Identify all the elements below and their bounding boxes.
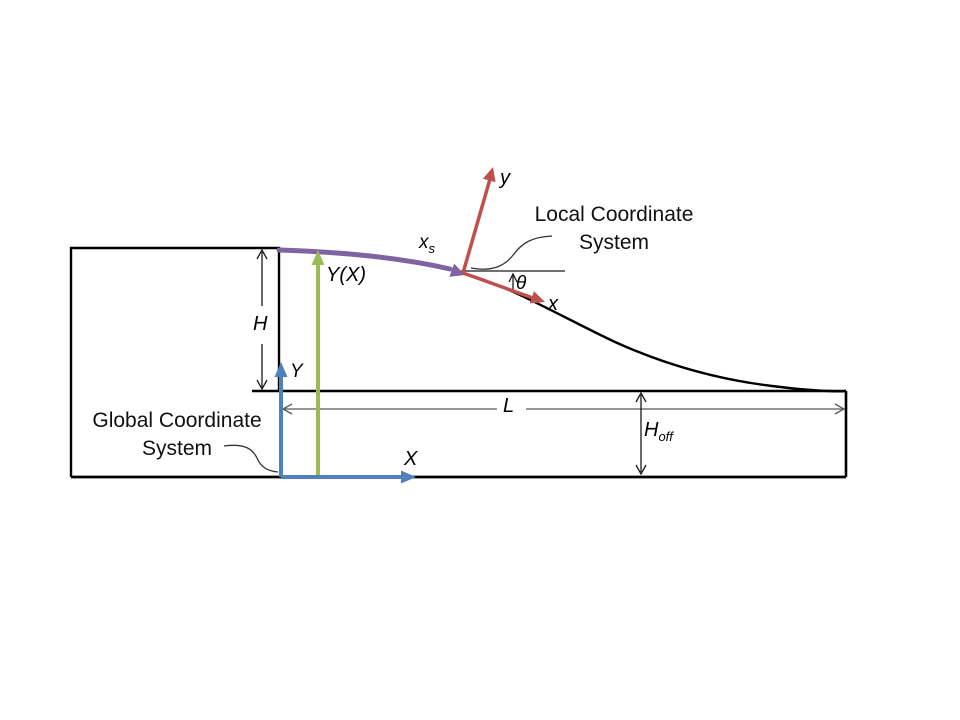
global-y-arrowhead-icon [274, 362, 288, 377]
height-offset-dimension [635, 391, 647, 476]
local-y-axis-label: y [500, 167, 510, 189]
height-offset-base: H [644, 419, 659, 441]
arc-length-arrowhead-icon [449, 263, 465, 277]
height-offset-label: Hoff [644, 419, 673, 443]
local-y-axis-shaft [461, 178, 492, 274]
profile-function-label: Y(X) [326, 264, 366, 286]
theta-arrow-icon [508, 272, 518, 290]
global-coordinate-system-label: Global Coordinate System [57, 407, 297, 463]
global-cs-line1: Global Coordinate [92, 409, 262, 432]
local-x-axis-shaft [462, 271, 534, 300]
local-coordinate-system-label: Local Coordinate System [494, 201, 734, 257]
angle-theta-label: θ [516, 273, 527, 294]
dim-arrow-down-icon [635, 464, 647, 476]
arc-coordinate-base: x [419, 232, 429, 253]
arc-coordinate-label: xs [419, 232, 435, 255]
dim-arrow-up-icon [635, 391, 647, 403]
global-y-axis-label: Y [290, 361, 303, 382]
arc-coordinate-sub: s [428, 240, 436, 256]
length-dimension [281, 403, 846, 415]
arc-length-arrow-shaft [276, 247, 453, 272]
hill-height-label: H [253, 313, 268, 335]
local-system-leader-line [470, 235, 553, 270]
dim-arrow-down-icon [256, 379, 268, 391]
global-cs-line2: System [141, 437, 212, 460]
dim-arrow-up-icon [256, 248, 268, 260]
length-label: L [503, 395, 515, 417]
local-x-arrowhead-icon [529, 291, 545, 304]
height-dimension [256, 248, 268, 391]
local-cs-line2: System [578, 231, 649, 254]
global-x-axis-label: X [404, 448, 418, 470]
local-cs-line1: Local Coordinate [534, 203, 694, 226]
global-system-leader-line [223, 444, 279, 473]
global-x-arrowhead-icon [401, 470, 416, 484]
height-offset-sub: off [658, 429, 673, 444]
dim-arrow-right-icon [834, 403, 846, 415]
local-x-axis-label: x [548, 293, 558, 315]
profile-height-arrowhead-icon [311, 250, 325, 265]
local-y-arrowhead-icon [482, 167, 496, 183]
upper-block-outline [69, 246, 281, 477]
